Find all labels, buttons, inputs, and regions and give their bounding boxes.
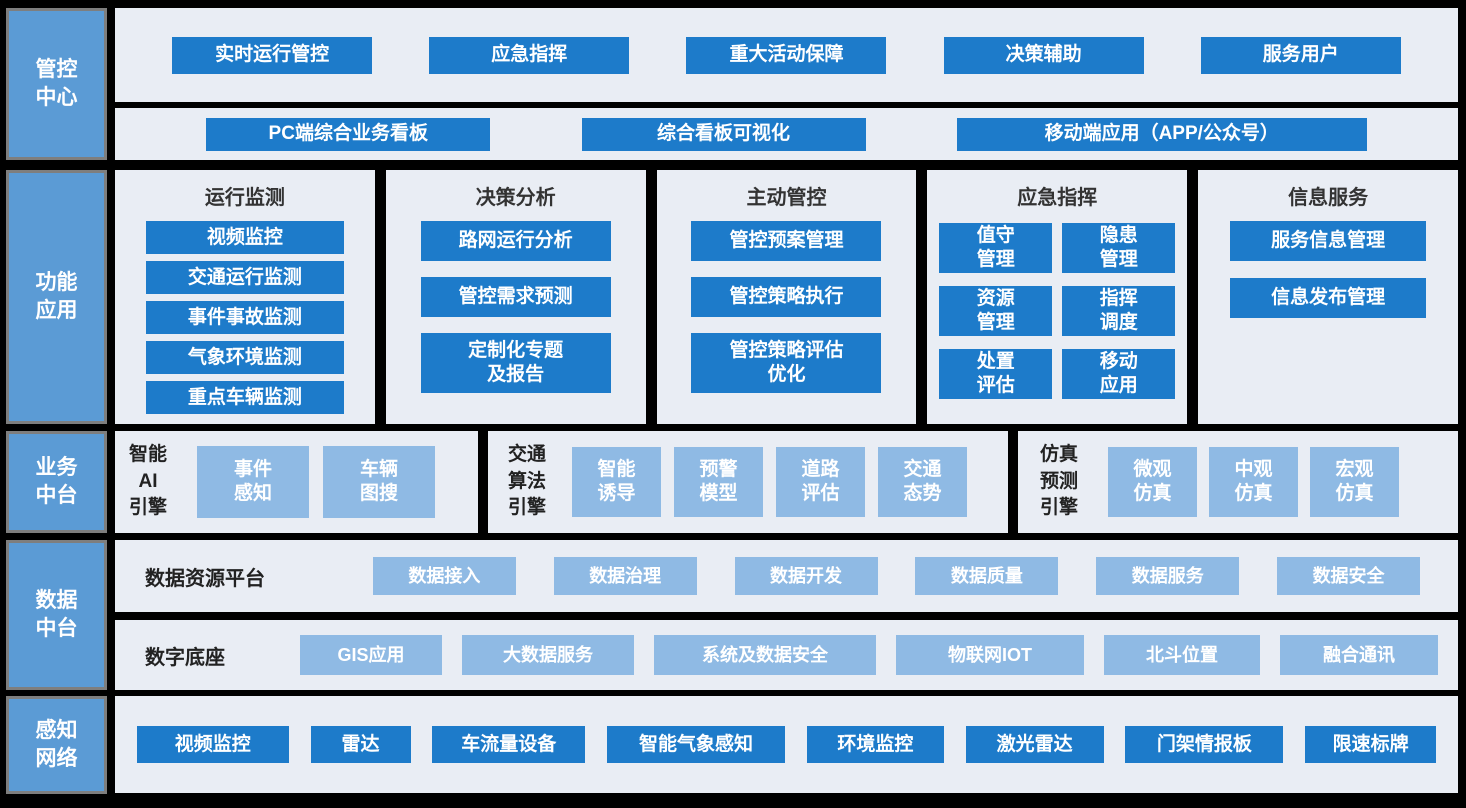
node-key-vehicle-monitoring: 重点车辆监测: [145, 381, 344, 414]
column-title: 运行监测: [204, 187, 285, 209]
node-smart-guidance: 智能 诱导: [572, 447, 662, 517]
node-video-surveillance: 视频监控: [145, 221, 344, 254]
column-title: 应急指挥: [1017, 187, 1098, 209]
node-data-service: 数据服务: [1096, 557, 1240, 595]
node-data-governance: 数据治理: [553, 557, 697, 595]
node-duty-management: 值守 管理: [939, 223, 1053, 273]
node-warning-model: 预警 模型: [674, 447, 764, 517]
node-control-demand-forecast: 管控需求预测: [420, 277, 611, 317]
node-gis-application: GIS应用: [300, 635, 442, 675]
column-items: 值守 管理 隐患 管理 资源 管理 指挥 调度 处置 评估 移动 应用: [939, 223, 1176, 399]
column-title: 决策分析: [475, 187, 556, 209]
node-road-evaluation: 道路 评估: [776, 447, 866, 517]
node-micro-simulation: 微观 仿真: [1108, 447, 1198, 517]
node-service-users: 服务用户: [1200, 36, 1401, 74]
data-resource-platform-panel: 数据资源平台 数据接入 数据治理 数据开发 数据质量 数据服务 数据安全: [115, 540, 1458, 612]
node-command-dispatch: 指挥 调度: [1062, 286, 1176, 336]
node-speed-limit-sign: 限速标牌: [1305, 726, 1437, 763]
engine-label: 智能 AI 引擎: [129, 444, 168, 519]
node-big-data-service: 大数据服务: [462, 635, 634, 675]
node-realtime-operation-control: 实时运行管控: [172, 36, 373, 74]
column-decision-analysis: 决策分析 路网运行分析 管控需求预测 定制化专题 及报告: [385, 170, 646, 424]
column-information-service: 信息服务 服务信息管理 信息发布管理: [1198, 170, 1458, 424]
node-traffic-operation-monitoring: 交通运行监测: [145, 261, 344, 294]
perception-network-panel: 视频监控 雷达 车流量设备 智能气象感知 环境监控 激光雷达 门架情报板 限速标…: [115, 696, 1458, 793]
engine-label: 交通 算法 引擎: [508, 444, 547, 519]
data-resource-platform-label: 数据资源平台: [145, 567, 265, 590]
layer-label-control-center: 管控 中心: [6, 8, 107, 160]
node-environment-monitoring: 环境监控: [806, 726, 944, 763]
node-info-publish-management: 信息发布管理: [1230, 278, 1427, 318]
node-event-perception: 事件 感知: [197, 446, 310, 518]
engine-traffic-algorithm: 交通 算法 引擎 智能 诱导 预警 模型 道路 评估 交通 态势: [488, 431, 1008, 533]
node-data-quality: 数据质量: [915, 557, 1059, 595]
business-middle-platform-row: 智能 AI 引擎 事件 感知 车辆 图搜 交通 算法 引擎 智能 诱导 预警 模…: [115, 431, 1458, 533]
node-system-data-security: 系统及数据安全: [654, 635, 876, 675]
digital-base-label: 数字底座: [145, 646, 225, 669]
node-traffic-flow-device: 车流量设备: [432, 726, 586, 763]
engine-items: 微观 仿真 中观 仿真 宏观 仿真: [1108, 447, 1400, 517]
node-control-plan-management: 管控预案管理: [691, 221, 882, 261]
node-control-strategy-execution: 管控策略执行: [691, 277, 882, 317]
layer-label-data-middle-platform: 数据 中台: [6, 540, 107, 690]
node-vehicle-image-search: 车辆 图搜: [323, 446, 436, 518]
function-application-row: 运行监测 视频监控 交通运行监测 事件事故监测 气象环境监测 重点车辆监测 决策…: [115, 170, 1458, 424]
node-service-info-management: 服务信息管理: [1230, 221, 1427, 261]
column-items: 服务信息管理 信息发布管理: [1230, 221, 1427, 318]
node-hazard-management: 隐患 管理: [1062, 223, 1176, 273]
node-beidou-location: 北斗位置: [1104, 635, 1260, 675]
data-resource-items: 数据接入 数据治理 数据开发 数据质量 数据服务 数据安全: [335, 557, 1458, 595]
node-pc-dashboard: PC端综合业务看板: [206, 117, 491, 151]
layer-label-business-middle-platform: 业务 中台: [6, 431, 107, 533]
engine-label: 仿真 预测 引擎: [1040, 444, 1079, 519]
node-resource-management: 资源 管理: [939, 286, 1053, 336]
engine-items: 事件 感知 车辆 图搜: [197, 446, 436, 518]
node-data-security: 数据安全: [1277, 557, 1421, 595]
node-data-access: 数据接入: [372, 557, 516, 595]
column-items: 视频监控 交通运行监测 事件事故监测 气象环境监测 重点车辆监测: [145, 221, 344, 414]
column-title: 主动管控: [746, 187, 827, 209]
node-decision-assist: 决策辅助: [943, 36, 1144, 74]
column-emergency-command: 应急指挥 值守 管理 隐患 管理 资源 管理 指挥 调度 处置 评估 移动 应用: [927, 170, 1188, 424]
node-meso-simulation: 中观 仿真: [1209, 447, 1299, 517]
control-center-top-panel: 实时运行管控 应急指挥 重大活动保障 决策辅助 服务用户: [115, 8, 1458, 102]
engine-items: 智能 诱导 预警 模型 道路 评估 交通 态势: [572, 447, 968, 517]
engine-simulation-forecast: 仿真 预测 引擎 微观 仿真 中观 仿真 宏观 仿真: [1018, 431, 1458, 533]
node-smart-weather-sensing: 智能气象感知: [607, 726, 786, 763]
node-disposal-evaluation: 处置 评估: [939, 349, 1053, 399]
engine-ai: 智能 AI 引擎 事件 感知 车辆 图搜: [115, 431, 478, 533]
node-major-event-support: 重大活动保障: [686, 36, 887, 74]
node-dashboard-visualization: 综合看板可视化: [581, 117, 866, 151]
node-radar: 雷达: [310, 726, 411, 763]
digital-base-panel: 数字底座 GIS应用 大数据服务 系统及数据安全 物联网IOT 北斗位置 融合通…: [115, 620, 1458, 690]
node-weather-environment-monitoring: 气象环境监测: [145, 341, 344, 374]
node-traffic-situation: 交通 态势: [878, 447, 968, 517]
node-control-strategy-evaluation: 管控策略评估 优化: [691, 333, 882, 393]
layer-label-perception-network: 感知 网络: [6, 696, 107, 794]
control-center-bottom-panel: PC端综合业务看板 综合看板可视化 移动端应用（APP/公众号）: [115, 108, 1458, 160]
node-data-development: 数据开发: [734, 557, 878, 595]
node-macro-simulation: 宏观 仿真: [1310, 447, 1400, 517]
node-emergency-command: 应急指挥: [429, 36, 630, 74]
column-items: 管控预案管理 管控策略执行 管控策略评估 优化: [691, 221, 882, 393]
node-mobile-app: 移动端应用（APP/公众号）: [956, 117, 1367, 151]
node-incident-accident-monitoring: 事件事故监测: [145, 301, 344, 334]
column-title: 信息服务: [1288, 187, 1369, 209]
node-road-network-analysis: 路网运行分析: [420, 221, 611, 261]
node-video-surveillance-device: 视频监控: [136, 726, 289, 763]
node-converged-communication: 融合通讯: [1280, 635, 1438, 675]
column-active-control: 主动管控 管控预案管理 管控策略执行 管控策略评估 优化: [656, 170, 917, 424]
digital-base-items: GIS应用 大数据服务 系统及数据安全 物联网IOT 北斗位置 融合通讯: [280, 635, 1458, 675]
column-items: 路网运行分析 管控需求预测 定制化专题 及报告: [420, 221, 611, 393]
node-custom-reports: 定制化专题 及报告: [420, 333, 611, 393]
column-operation-monitoring: 运行监测 视频监控 交通运行监测 事件事故监测 气象环境监测 重点车辆监测: [115, 170, 375, 424]
node-iot: 物联网IOT: [896, 635, 1084, 675]
layer-label-function-application: 功能 应用: [6, 170, 107, 424]
node-gantry-info-board: 门架情报板: [1125, 726, 1284, 763]
node-lidar: 激光雷达: [965, 726, 1104, 763]
node-mobile-application: 移动 应用: [1062, 349, 1176, 399]
